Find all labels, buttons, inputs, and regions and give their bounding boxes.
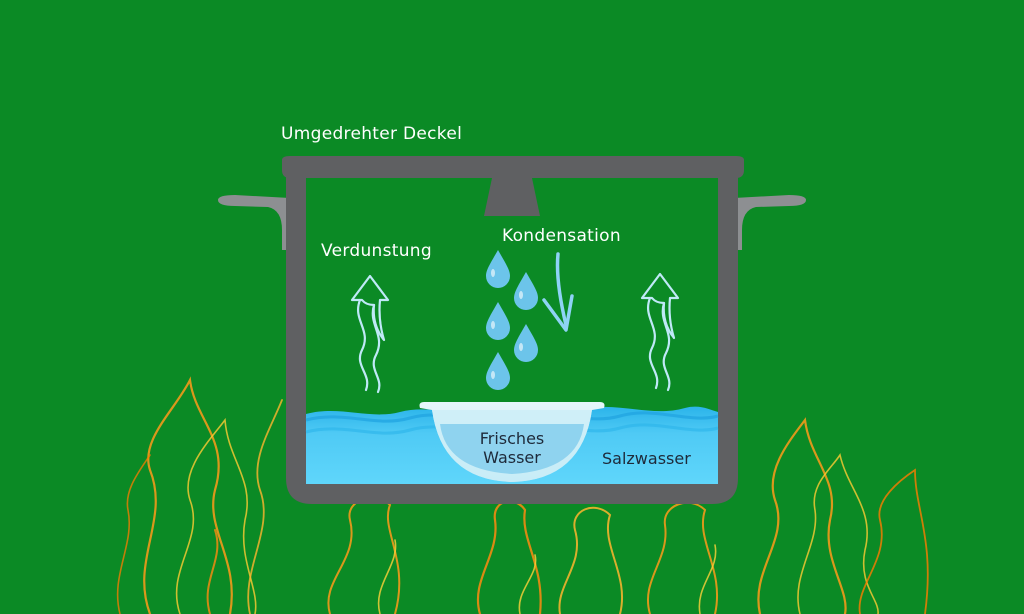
droplet-highlights xyxy=(491,269,523,379)
flame-icon xyxy=(327,496,401,614)
inverted-lid xyxy=(282,156,744,216)
water-drop-icon xyxy=(486,302,510,340)
flame-icon xyxy=(647,501,718,614)
left-handle xyxy=(218,195,292,250)
steam-arrow-icon xyxy=(350,274,390,394)
fresh-water-label-line2: Wasser xyxy=(483,448,541,467)
flame-icon xyxy=(206,399,283,614)
condensation-droplets xyxy=(486,250,538,390)
collection-bowl xyxy=(419,402,605,482)
water-drop-icon xyxy=(486,250,510,288)
condensation-label: Kondensation xyxy=(502,226,621,246)
down-arrow-icon xyxy=(542,252,574,332)
fresh-water-label-line1: Frisches xyxy=(480,429,545,448)
flame-icon xyxy=(476,500,623,614)
evaporation-label: Verdunstung xyxy=(321,241,432,261)
water-drop-icon xyxy=(514,272,538,310)
lid-label: Umgedrehter Deckel xyxy=(281,124,462,144)
steam-arrow-icon xyxy=(640,272,680,392)
flame-icon xyxy=(757,417,929,614)
water-drop-icon xyxy=(486,352,510,390)
right-handle xyxy=(732,195,806,250)
flame-icon xyxy=(116,376,257,614)
salt-water-label: Salzwasser xyxy=(602,449,691,468)
water-drop-icon xyxy=(514,324,538,362)
